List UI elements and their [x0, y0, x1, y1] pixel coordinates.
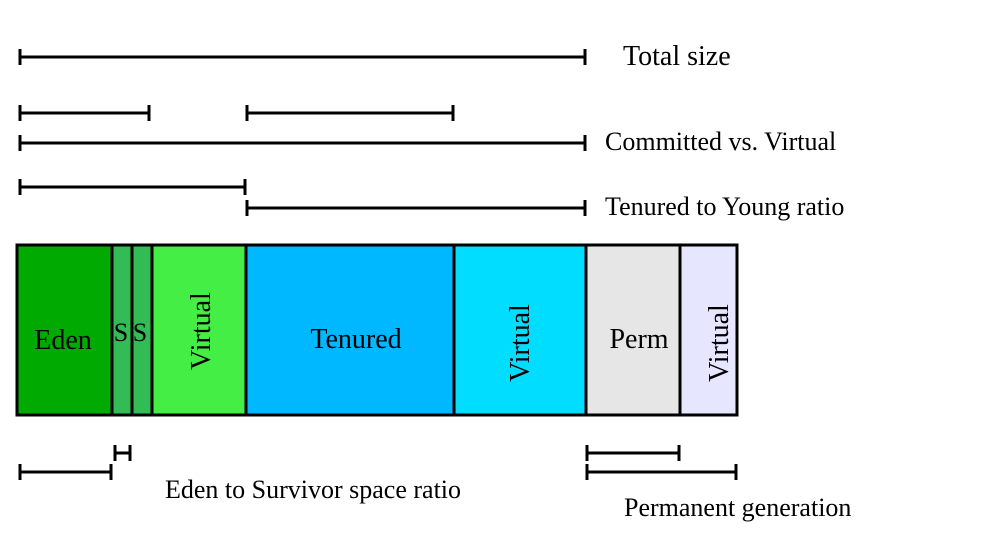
- survivor-1-label: S: [114, 318, 128, 347]
- eden-size-bar: [18, 464, 113, 480]
- total-size-label: Total size: [623, 41, 731, 72]
- tenured-virtual-label: Virtual: [505, 304, 536, 382]
- survivor-size-bar: [113, 445, 132, 461]
- committed-vs-virtual-label: Committed vs. Virtual: [605, 127, 836, 156]
- perm-virtual-segment: [678, 243, 739, 417]
- eden-to-survivor-label: Eden to Survivor space ratio: [165, 475, 461, 504]
- young-virtual-label: Virtual: [186, 292, 217, 370]
- young-virtual-segment: [150, 243, 248, 417]
- tenured-segment: [244, 243, 456, 417]
- perm-segment: [584, 243, 682, 417]
- total-size-bar: [18, 49, 587, 65]
- tenured-committed-bar: [245, 105, 455, 121]
- permanent-generation-label: Permanent generation: [624, 493, 851, 522]
- tenured-to-young-label: Tenured to Young ratio: [605, 192, 844, 221]
- perm-committed-bar: [585, 445, 681, 461]
- committed-vs-virtual-bar: [18, 135, 587, 151]
- perm-label: Perm: [609, 324, 668, 355]
- young-generation-bar: [18, 179, 247, 195]
- eden-label: Eden: [34, 325, 92, 356]
- survivor-2-label: S: [133, 318, 147, 347]
- perm-virtual-label: Virtual: [704, 304, 735, 382]
- tenured-label: Tenured: [310, 324, 401, 355]
- young-committed-bar: [18, 105, 151, 121]
- tenured-generation-bar: [245, 200, 587, 216]
- tenured-virtual-segment: [452, 243, 588, 417]
- permanent-generation-bar: [585, 464, 738, 480]
